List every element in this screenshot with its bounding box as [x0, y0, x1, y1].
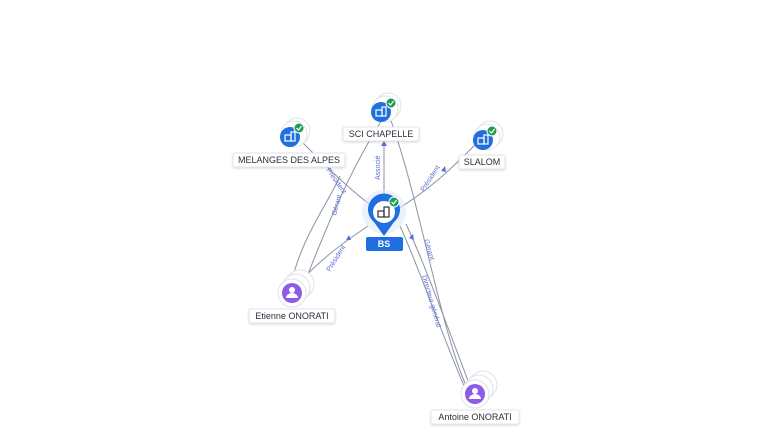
check-badge-icon — [486, 125, 498, 137]
user-icon — [469, 388, 481, 399]
edge-label-gerant-etienne: Gérant — [331, 194, 343, 217]
node-label-sci: SCI CHAPELLE — [349, 129, 414, 139]
node-sci-chapelle[interactable]: SCI CHAPELLE — [342, 92, 420, 142]
arrow-antoine-center — [409, 234, 414, 240]
edge-label-associe: Associé — [375, 155, 382, 180]
check-badge-icon — [293, 122, 305, 134]
edge-arrows — [346, 141, 446, 240]
arrow-etienne-center — [346, 235, 351, 240]
arrow-sci-center — [381, 141, 387, 146]
edge-label-gerant-antoine: Gérant — [422, 239, 435, 262]
building-icon — [477, 134, 489, 145]
node-label-etienne: Etienne ONORATI — [255, 311, 328, 321]
arrow-center-slalom — [441, 166, 446, 172]
check-badge-icon — [385, 97, 397, 109]
node-label-center: BS — [378, 239, 391, 249]
edge-center-slalom — [395, 141, 479, 211]
node-label-slalom: SLALOM — [464, 157, 501, 167]
node-center-bs[interactable]: BS — [362, 190, 406, 251]
check-badge-icon — [388, 196, 400, 208]
node-melanges[interactable]: MELANGES DES ALPES — [232, 117, 346, 168]
building-icon — [377, 206, 390, 218]
user-icon — [286, 287, 298, 298]
edge-sci-antoine — [389, 117, 469, 391]
node-label-antoine: Antoine ONORATI — [438, 412, 511, 422]
edge-label-president-melanges: Président — [324, 167, 347, 195]
node-label-melanges: MELANGES DES ALPES — [238, 155, 340, 165]
building-icon — [284, 131, 296, 142]
building-icon — [375, 106, 387, 117]
edge-antoine-center-2 — [405, 223, 471, 387]
node-slalom[interactable]: SLALOM — [458, 120, 506, 170]
edge-antoine-center-1 — [399, 225, 466, 389]
node-antoine[interactable]: Antoine ONORATI — [430, 370, 520, 425]
edge-etienne-center — [299, 225, 369, 283]
node-etienne[interactable]: Etienne ONORATI — [248, 269, 336, 324]
edge-etienne-melanges — [291, 175, 341, 283]
